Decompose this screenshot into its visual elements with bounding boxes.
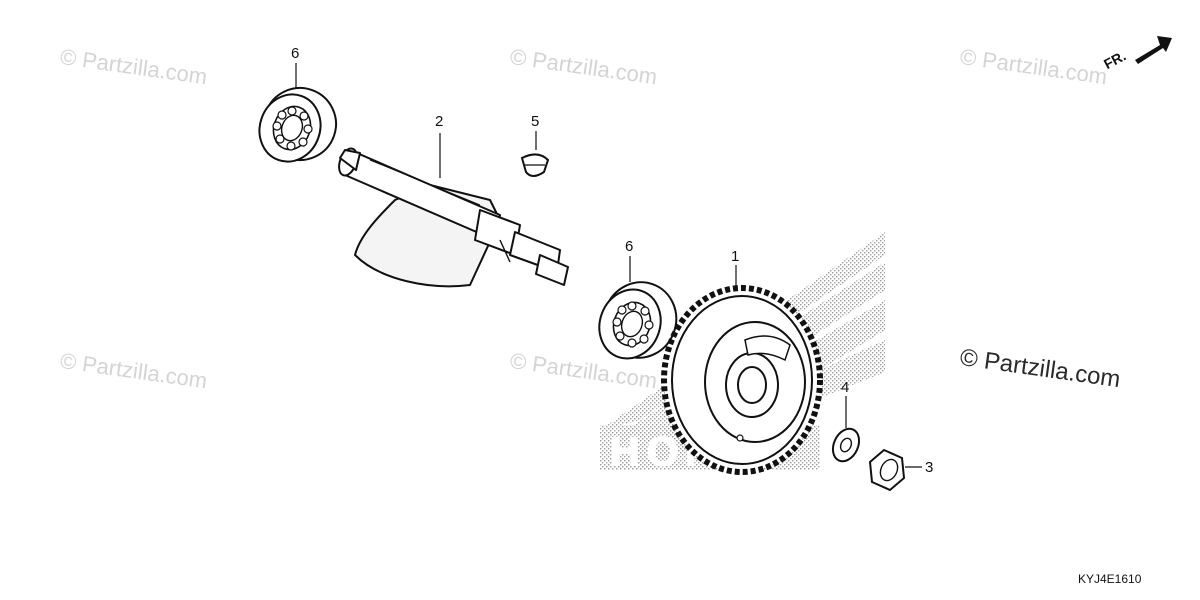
callout-1: 1: [731, 248, 740, 265]
callout-2: 2: [435, 113, 444, 130]
balancer-gear: [661, 285, 823, 475]
woodruff-key: [520, 153, 550, 177]
balancer-shaft: [338, 147, 569, 288]
bearing-lower: [598, 281, 678, 360]
callout-3: 3: [925, 459, 934, 476]
callout-5: 5: [531, 113, 540, 130]
callout-6-upper: 6: [291, 45, 300, 62]
washer: [831, 427, 861, 463]
callout-6-lower: 6: [625, 238, 634, 255]
front-direction-arrow-icon: [1135, 36, 1172, 64]
bearing-upper: [258, 87, 337, 163]
callout-4: 4: [841, 379, 850, 396]
diagram-code: KYJ4E1610: [1078, 572, 1142, 586]
nut: [868, 448, 906, 492]
